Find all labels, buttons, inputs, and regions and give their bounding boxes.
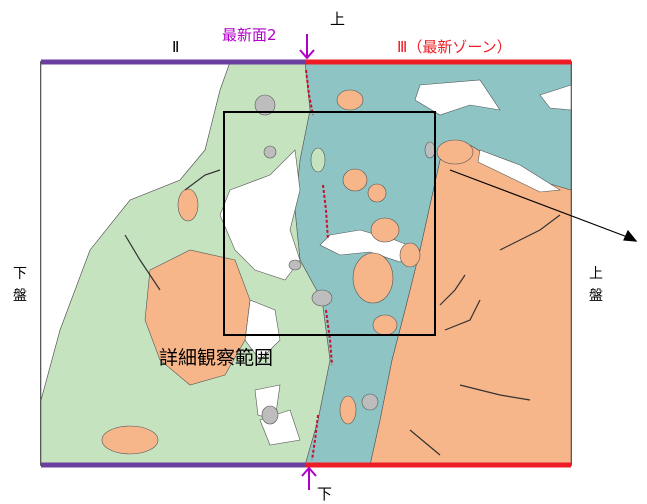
- zone2-label: Ⅱ: [172, 38, 179, 56]
- gray-clast-4: [361, 393, 379, 411]
- orange-clast-9: [372, 314, 398, 336]
- gray-clast-5: [288, 259, 302, 271]
- hangingwall-label-2: 盤: [589, 288, 603, 304]
- gouge-white-8: [539, 84, 572, 111]
- top-plane-arrow: [299, 34, 315, 60]
- gouge-white-1: [219, 149, 301, 281]
- fracture-lines: [124, 169, 561, 456]
- gouge-white-6: [477, 149, 561, 193]
- gray-clast-1: [254, 94, 276, 116]
- footwall-label-1: 下: [13, 266, 27, 282]
- gray-clast-3: [311, 289, 333, 307]
- leader-arrow: [449, 169, 638, 242]
- bottom-label: 下: [317, 485, 332, 503]
- newest-plane-label: 最新面2: [222, 26, 277, 44]
- footwall-white-area: [40, 61, 231, 401]
- orange-clast-2: [177, 188, 199, 222]
- gouge-white-4: [414, 79, 501, 116]
- orange-clast-5: [367, 183, 387, 203]
- gray-clast-6: [261, 405, 279, 425]
- detail-area-box: [223, 111, 436, 336]
- top-label: 上: [330, 10, 345, 28]
- orange-clast-11: [339, 395, 357, 425]
- gray-clast-7: [424, 141, 436, 159]
- orange-clast-4: [342, 168, 368, 192]
- hangingwall-label-1: 上: [589, 266, 603, 282]
- gray-clast-2: [263, 145, 277, 159]
- bottom-plane-arrow: [301, 466, 317, 490]
- orange-clast-10: [336, 89, 364, 111]
- orange-clast-3: [101, 425, 159, 455]
- orange-clast-12: [436, 139, 474, 165]
- green-lens: [310, 147, 326, 173]
- orange-clast-8: [399, 242, 421, 268]
- orange-clast-6: [370, 217, 400, 243]
- orange-clast-7: [352, 252, 394, 304]
- footwall-label-2: 盤: [13, 288, 27, 304]
- zone3-label: Ⅲ（最新ゾーン）: [397, 38, 512, 56]
- newest-plane-trace: [305, 69, 333, 461]
- detail-area-label: 詳細観察範囲: [159, 347, 273, 369]
